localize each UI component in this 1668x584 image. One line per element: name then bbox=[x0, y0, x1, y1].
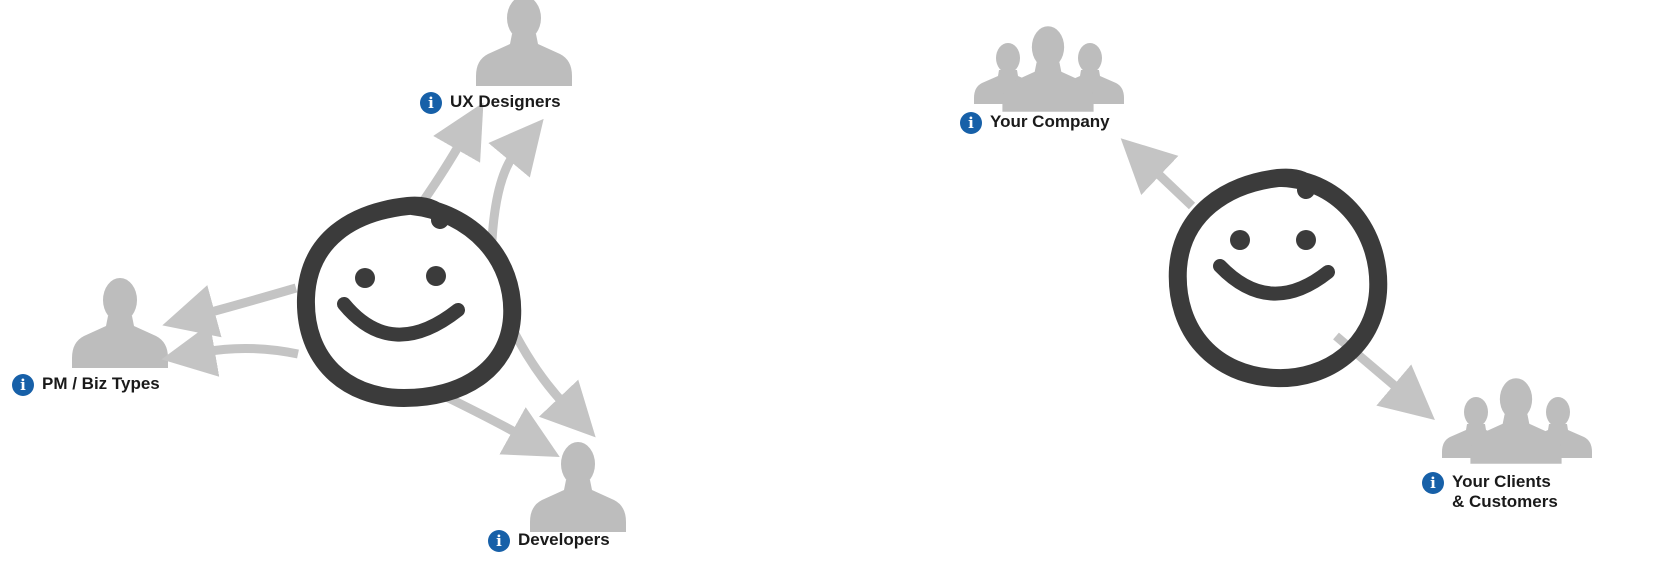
info-icon[interactable]: i bbox=[488, 530, 510, 552]
arrow-to-company bbox=[1120, 138, 1196, 210]
your-clients-label[interactable]: i Your Clients & Customers bbox=[1422, 472, 1558, 512]
ux-designers-person-icon bbox=[476, 0, 572, 86]
arrow-to-ux-2 bbox=[487, 118, 544, 241]
arrow-to-ux-1 bbox=[420, 102, 484, 203]
clients-group-icon bbox=[1442, 378, 1592, 464]
right-arrows bbox=[1120, 138, 1435, 420]
pm-biz-types-label[interactable]: i PM / Biz Types bbox=[12, 374, 160, 396]
info-icon[interactable]: i bbox=[420, 92, 442, 114]
info-icon[interactable]: i bbox=[12, 374, 34, 396]
smile bbox=[337, 297, 465, 342]
info-icon[interactable]: i bbox=[960, 112, 982, 134]
right-eye bbox=[1296, 230, 1316, 250]
your-clients-line2: & Customers bbox=[1452, 492, 1558, 511]
developers-person-icon bbox=[530, 442, 626, 532]
ux-designers-text: UX Designers bbox=[450, 92, 561, 111]
arrow-to-pm-1 bbox=[162, 283, 298, 338]
left-people bbox=[72, 0, 626, 532]
your-clients-line1: Your Clients bbox=[1452, 472, 1551, 491]
company-group-icon bbox=[974, 26, 1124, 112]
pm-biz-person-icon bbox=[72, 278, 168, 368]
left-eye bbox=[355, 268, 375, 288]
your-company-label[interactable]: i Your Company bbox=[960, 112, 1110, 134]
left-eye bbox=[1230, 230, 1250, 250]
right-eye bbox=[426, 266, 446, 286]
ux-designers-label[interactable]: i UX Designers bbox=[420, 92, 561, 114]
your-clients-text: Your Clients & Customers bbox=[1452, 472, 1558, 512]
smile bbox=[1213, 259, 1335, 301]
arrow-to-pm-2 bbox=[161, 323, 299, 377]
info-icon[interactable]: i bbox=[1422, 472, 1444, 494]
pm-biz-types-text: PM / Biz Types bbox=[42, 374, 160, 393]
your-company-text: Your Company bbox=[990, 112, 1110, 131]
left-smiley-face bbox=[296, 196, 522, 407]
right-smiley-face bbox=[1168, 168, 1388, 388]
developers-label[interactable]: i Developers bbox=[488, 530, 610, 552]
developers-text: Developers bbox=[518, 530, 610, 549]
